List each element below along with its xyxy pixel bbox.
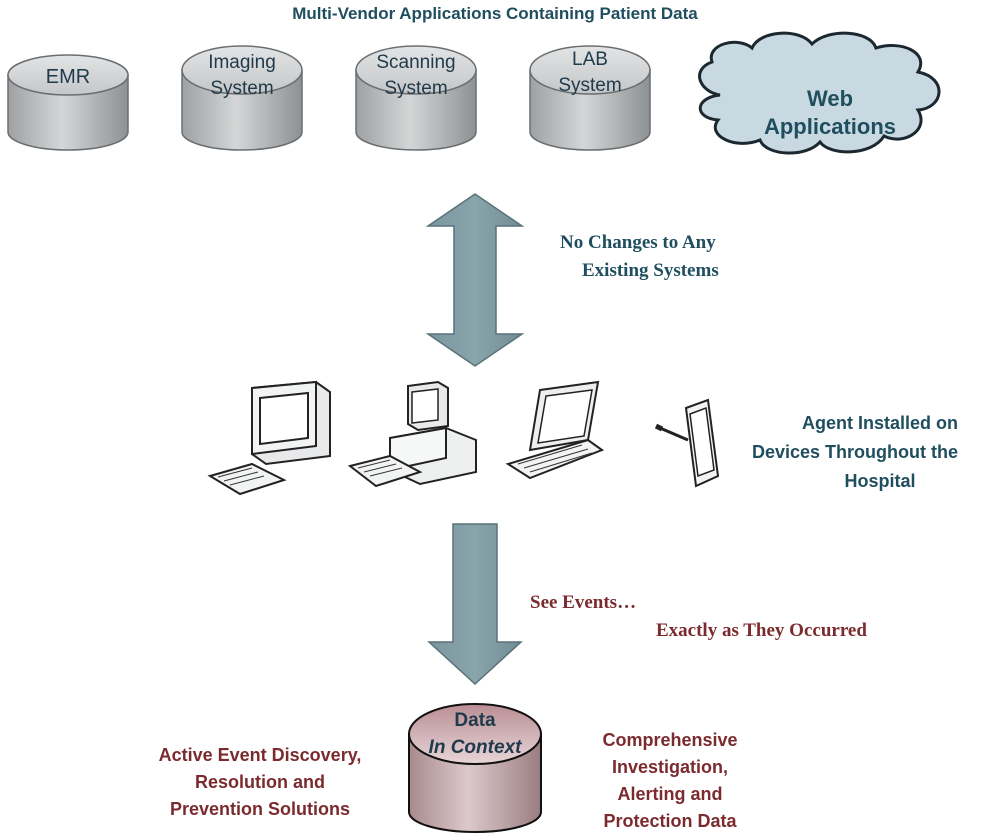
system-label-lab: LAB System	[558, 49, 622, 96]
agent-note-line-1: Agent Installed on	[801, 413, 958, 433]
data-cylinder	[408, 703, 542, 833]
agent-note-line-3: Hospital	[844, 471, 916, 491]
agent-note-line-2: Devices Throughout the	[752, 442, 959, 462]
web-applications-cloud	[698, 31, 941, 155]
tablet-icon	[654, 398, 720, 488]
see-events-line-1: See Events…	[530, 592, 637, 613]
diagram-subtitle: Multi-Vendor Applications Containing Pat…	[292, 4, 698, 23]
left-note-line-3: Prevention Solutions	[169, 799, 351, 819]
see-events-line-2: Exactly as They Occurred	[656, 620, 867, 641]
no-changes-line-1: No Changes to Any	[560, 232, 716, 253]
system-label-imaging: Imaging System	[208, 52, 276, 99]
right-note-line-1: Comprehensive	[602, 730, 738, 750]
web-apps-label-1: Web	[806, 86, 854, 111]
right-note-line-4: Protection Data	[603, 811, 737, 831]
cylinder-imaging	[181, 45, 303, 151]
no-changes-line-2: Existing Systems	[582, 260, 719, 281]
data-label-line-1: Data	[454, 710, 496, 731]
data-label-line-2: In Context	[428, 737, 522, 758]
system-label-emr: EMR	[45, 66, 91, 88]
cylinder-scanning	[355, 45, 477, 151]
devices-row	[207, 380, 720, 496]
laptop-icon	[505, 380, 605, 480]
desktop-computer-icon	[207, 380, 331, 496]
web-apps-label-2: Applications	[763, 114, 896, 139]
systems-row	[7, 31, 941, 155]
workstation-computer-icon	[347, 380, 477, 488]
left-note-line-2: Resolution and	[195, 772, 325, 792]
cylinder-emr	[7, 54, 129, 151]
down-arrow	[427, 523, 523, 686]
right-note-line-3: Alerting and	[617, 784, 723, 804]
system-label-scanning: Scanning System	[376, 52, 456, 99]
double-arrow	[425, 193, 525, 367]
right-note-line-2: Investigation,	[611, 757, 728, 777]
cylinder-lab	[529, 45, 651, 151]
left-note-line-1: Active Event Discovery,	[158, 745, 362, 765]
